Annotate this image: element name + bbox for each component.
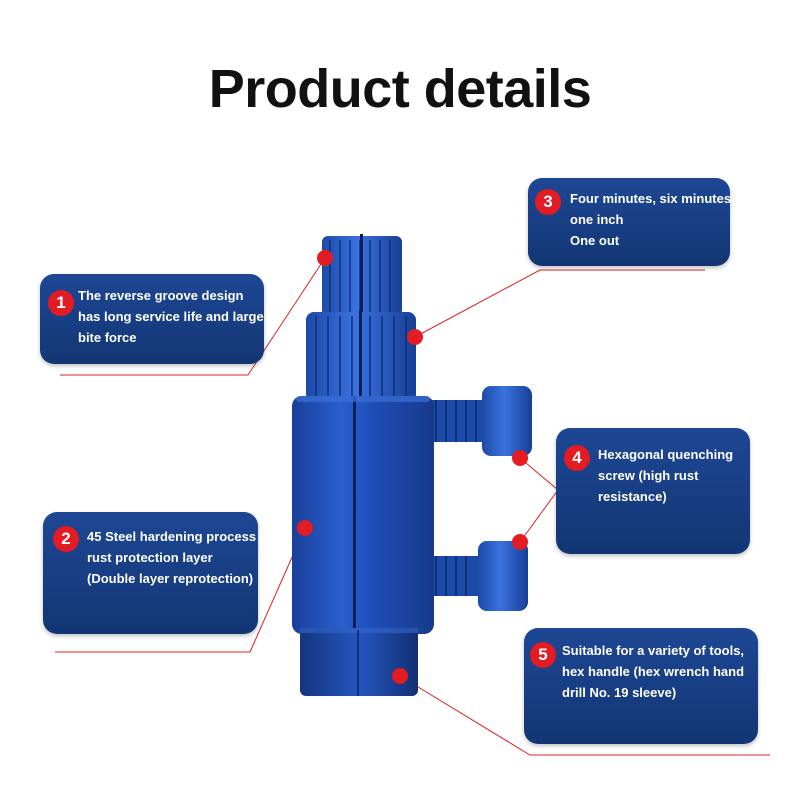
page-title: Product details xyxy=(208,59,592,119)
indicator-dot-2 xyxy=(297,520,313,536)
callout-1-line-1: The reverse groove design xyxy=(78,288,244,303)
callout-3-line-1: Four minutes, six minutes, xyxy=(570,191,735,206)
top-gear xyxy=(322,234,402,318)
callout-5-line-1: Suitable for a variety of tools, xyxy=(562,643,745,658)
callout-4-line-1: Hexagonal quenching xyxy=(598,447,734,462)
callout-5-line-3: drill No. 19 sleeve) xyxy=(562,685,677,700)
callout-text-2: 45 Steel hardening process rust protecti… xyxy=(87,526,256,589)
callout-text-3: Four minutes, six minutes, one inch One … xyxy=(570,188,735,251)
callout-badge-3: 3 xyxy=(535,189,561,215)
callout-badge-2: 2 xyxy=(53,526,79,552)
indicator-dots xyxy=(297,250,528,684)
callout-badge-1: 1 xyxy=(48,290,74,316)
callout-3: 3 Four minutes, six minutes, one inch On… xyxy=(528,178,735,266)
callout-1: 1 The reverse groove design has long ser… xyxy=(40,274,264,364)
callout-5: 5 Suitable for a variety of tools, hex h… xyxy=(524,628,758,744)
callout-1-line-3: bite force xyxy=(78,330,137,345)
callout-1-line-2: has long service life and large xyxy=(78,309,264,324)
callout-badge-5: 5 xyxy=(530,642,556,668)
callout-text-1: The reverse groove design has long servi… xyxy=(78,285,264,348)
large-gear xyxy=(306,310,416,404)
main-body xyxy=(292,396,434,634)
indicator-dot-1 xyxy=(317,250,333,266)
indicator-dot-4b xyxy=(512,534,528,550)
callout-5-line-2: hex handle (hex wrench hand xyxy=(562,664,745,679)
upper-screw xyxy=(428,386,532,456)
callout-text-5: Suitable for a variety of tools, hex han… xyxy=(562,640,744,703)
callout-3-line-2: one inch xyxy=(570,212,624,227)
callout-2-line-3: (Double layer reprotection) xyxy=(87,571,254,586)
indicator-dot-3 xyxy=(407,329,423,345)
lower-screw xyxy=(428,541,528,611)
callout-2-line-2: rust protection layer xyxy=(87,550,213,565)
callout-text-4: Hexagonal quenching screw (high rust res… xyxy=(598,444,733,507)
hex-base xyxy=(300,628,418,696)
indicator-dot-4a xyxy=(512,450,528,466)
callout-badge-4: 4 xyxy=(564,445,590,471)
indicator-dot-5 xyxy=(392,668,408,684)
callout-4-line-3: resistance) xyxy=(598,489,667,504)
leader-lines xyxy=(55,257,770,756)
callout-3-line-3: One out xyxy=(570,233,620,248)
callout-4: 4 Hexagonal quenching screw (high rust r… xyxy=(556,428,750,554)
callout-4-line-2: screw (high rust xyxy=(598,468,699,483)
callout-2-line-1: 45 Steel hardening process xyxy=(87,529,257,544)
callout-2: 2 45 Steel hardening process rust protec… xyxy=(43,512,258,634)
